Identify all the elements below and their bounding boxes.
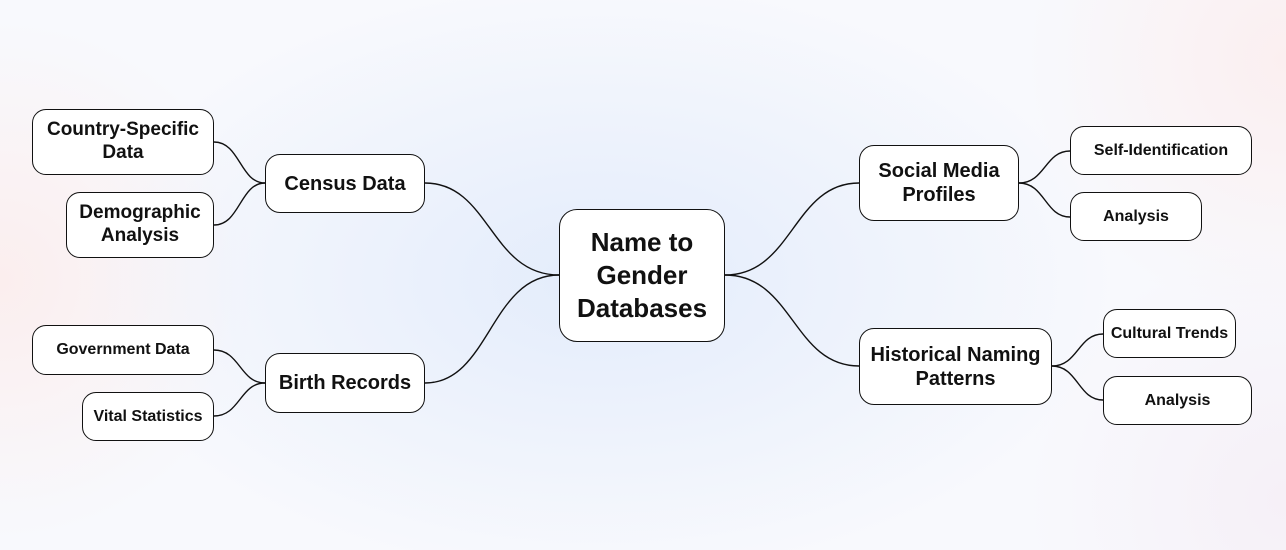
birth-records-label: Birth Records bbox=[278, 372, 412, 394]
link-historical-analysis bbox=[1051, 365, 1104, 401]
historical-analysis-node: Analysis bbox=[1103, 376, 1252, 425]
demographic-analysis-label: Demographic Analysis bbox=[79, 202, 201, 246]
link-root-birth bbox=[424, 274, 560, 384]
link-birth-government bbox=[213, 349, 266, 384]
cultural-trends-label: Cultural Trends bbox=[1110, 324, 1229, 342]
census-data-label: Census Data bbox=[284, 172, 406, 195]
link-birth-vital bbox=[213, 382, 266, 417]
demographic-analysis-node: Demographic Analysis bbox=[66, 192, 214, 258]
self-identification-label: Self-Identification bbox=[1093, 141, 1229, 159]
historical-analysis-label: Analysis bbox=[1144, 391, 1211, 409]
government-data-node: Government Data bbox=[32, 325, 214, 375]
birth-records-node: Birth Records bbox=[265, 353, 425, 413]
link-census-demographic bbox=[213, 182, 266, 226]
link-social-self bbox=[1018, 150, 1071, 184]
social-media-profiles-node: Social Media Profiles bbox=[859, 145, 1019, 221]
vital-statistics-label: Vital Statistics bbox=[93, 407, 203, 425]
link-census-country bbox=[213, 141, 266, 184]
government-data-label: Government Data bbox=[56, 341, 190, 359]
link-root-census bbox=[424, 182, 560, 276]
historical-naming-patterns-node: Historical Naming Patterns bbox=[859, 328, 1052, 405]
root-node: Name to Gender Databases bbox=[559, 209, 725, 342]
cultural-trends-node: Cultural Trends bbox=[1103, 309, 1236, 358]
social-analysis-label: Analysis bbox=[1103, 207, 1169, 225]
country-specific-data-node: Country-Specific Data bbox=[32, 109, 214, 175]
link-social-analysis bbox=[1018, 182, 1071, 218]
country-specific-data-label: Country-Specific Data bbox=[46, 119, 200, 163]
root-node-label: Name to Gender Databases bbox=[576, 226, 708, 324]
social-analysis-node: Analysis bbox=[1070, 192, 1202, 241]
link-root-historical bbox=[724, 274, 860, 367]
historical-naming-patterns-label: Historical Naming Patterns bbox=[870, 343, 1041, 390]
link-root-social bbox=[724, 182, 860, 276]
self-identification-node: Self-Identification bbox=[1070, 126, 1252, 175]
census-data-node: Census Data bbox=[265, 154, 425, 213]
vital-statistics-node: Vital Statistics bbox=[82, 392, 214, 441]
link-historical-cultural bbox=[1051, 333, 1104, 367]
social-media-profiles-label: Social Media Profiles bbox=[878, 160, 1000, 206]
